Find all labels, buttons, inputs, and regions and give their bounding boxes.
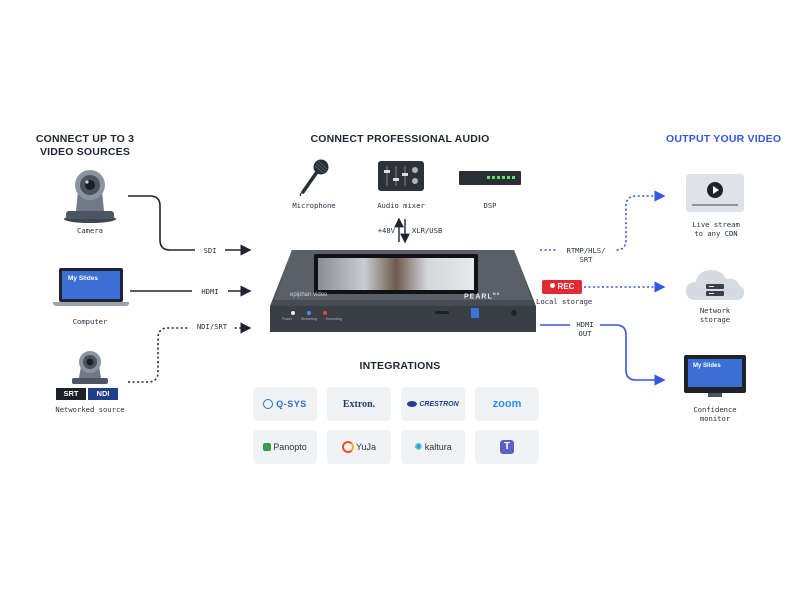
device-model-suffix: NX — [492, 291, 501, 296]
computer-label: Computer — [72, 317, 108, 326]
integration-qsys-label: Q-SYS — [276, 399, 307, 409]
ndi-srt-line — [128, 322, 252, 383]
xlr-usb-label: XLR/USB — [412, 226, 443, 235]
led-label-power: Power — [282, 317, 292, 321]
device-model-name: PEARL — [464, 293, 493, 301]
pearl-device: epiphan video PEARLNX Power Streaming Re… — [268, 248, 538, 334]
confidence-monitor-label-line2: monitor — [699, 414, 731, 423]
computer-screen-text: My Slides — [68, 275, 98, 282]
live-stream-label: Live stream to any CDN — [680, 220, 752, 238]
network-storage-label: Network storage — [682, 306, 748, 324]
srt-badge-text: SRT — [63, 389, 79, 398]
integration-zoom-label: zoom — [492, 398, 522, 410]
rec-dot-icon — [549, 283, 555, 289]
integration-panopto: Panopto — [253, 430, 317, 464]
local-storage-label: Local storage — [536, 297, 593, 306]
live-stream-label-line1: Live stream — [692, 220, 740, 229]
output-heading: OUTPUT YOUR VIDEO — [666, 133, 782, 145]
live-stream-label-line2: to any CDN — [694, 229, 738, 238]
camera-label: Camera — [77, 226, 103, 235]
ptz-camera-icon — [66, 350, 114, 386]
device-screen-image — [318, 258, 474, 290]
led-label-recording: Recording — [326, 317, 342, 321]
confidence-monitor-label: Confidence monitor — [680, 405, 750, 423]
hdmi-out-line — [540, 324, 666, 386]
integration-extron-label: Extron. — [342, 398, 376, 410]
integration-yuja: YuJa — [327, 430, 391, 464]
device-screen — [314, 254, 478, 294]
play-icon — [707, 182, 723, 198]
rtmp-label-line1: RTMP/HLS/ — [558, 246, 614, 255]
ndi-badge: NDI — [88, 388, 118, 400]
crestron-logo-icon — [407, 401, 418, 407]
yuja-logo-icon — [341, 441, 354, 453]
integration-yuja-label: YuJa — [355, 442, 377, 452]
integration-qsys: Q-SYS — [253, 387, 317, 421]
hdmi-out-label-line1: HDMI — [570, 320, 600, 329]
panopto-logo-icon — [263, 443, 272, 451]
integrations-heading: INTEGRATIONS — [359, 360, 441, 372]
integration-teams: T — [475, 430, 539, 464]
ndi-badge-text: NDI — [96, 389, 110, 398]
hdmi-label: HDMI — [192, 287, 228, 296]
sdi-label: SDI — [195, 246, 225, 255]
integration-kaltura: ✺ kaltura — [401, 430, 465, 464]
teams-logo-icon: T — [500, 440, 514, 454]
network-storage-label-line2: storage — [699, 315, 731, 324]
rtmp-label-line2: SRT — [579, 255, 593, 264]
rec-badge-text: REC — [557, 282, 575, 291]
microphone-label: Microphone — [292, 201, 336, 210]
audio-heading: CONNECT PROFESSIONAL AUDIO — [310, 133, 490, 145]
network-storage-label-line1: Network — [699, 306, 731, 315]
audio-mixer-label: Audio mixer — [377, 201, 425, 210]
led-label-streaming: Streaming — [301, 317, 317, 321]
integration-zoom: zoom — [475, 387, 539, 421]
computer-screen: My Slides — [59, 268, 123, 302]
ndi-srt-label: NDI/SRT — [190, 322, 234, 331]
live-stream-icon — [686, 174, 744, 212]
device-model: PEARLNX — [464, 291, 500, 300]
device-brand: epiphan video — [290, 292, 328, 298]
device-led-labels: Power Streaming Recording — [282, 317, 342, 321]
camera-icon — [58, 167, 122, 223]
dsp-icon — [459, 171, 521, 185]
integration-crestron: CRESTRON — [401, 387, 465, 421]
hdmi-out-label: HDMI OUT — [570, 320, 600, 338]
computer-icon: My Slides — [53, 268, 129, 310]
hdmi-out-label-line2: OUT — [578, 329, 592, 338]
audio-mixer-icon — [378, 161, 424, 191]
rtmp-line — [540, 190, 666, 251]
networked-label: Networked source — [55, 405, 125, 414]
phantom-power-label: +48V — [377, 226, 395, 235]
dsp-label: DSP — [483, 201, 497, 210]
integration-panopto-label: Panopto — [273, 442, 307, 452]
sdi-line — [128, 195, 252, 256]
kaltura-logo-icon: ✺ — [414, 441, 423, 453]
monitor-screen-text: My Slides — [693, 363, 721, 369]
integration-kaltura-label: kaltura — [424, 442, 452, 452]
rtmp-label: RTMP/HLS/ SRT — [558, 246, 614, 264]
cloud-storage-icon — [684, 264, 746, 302]
rec-badge: REC — [542, 280, 582, 294]
confidence-monitor-label-line1: Confidence — [693, 405, 737, 414]
sources-heading: CONNECT UP TO 3 VIDEO SOURCES — [20, 133, 150, 159]
srt-badge: SRT — [56, 388, 86, 400]
integration-extron: Extron. — [327, 387, 391, 421]
sources-heading-line2: VIDEO SOURCES — [39, 146, 131, 158]
integration-crestron-label: CRESTRON — [419, 400, 459, 408]
qsys-logo-icon — [263, 399, 274, 409]
microphone-icon — [297, 158, 331, 197]
sources-heading-line1: CONNECT UP TO 3 — [35, 133, 135, 145]
confidence-monitor-icon: My Slides — [684, 355, 746, 399]
